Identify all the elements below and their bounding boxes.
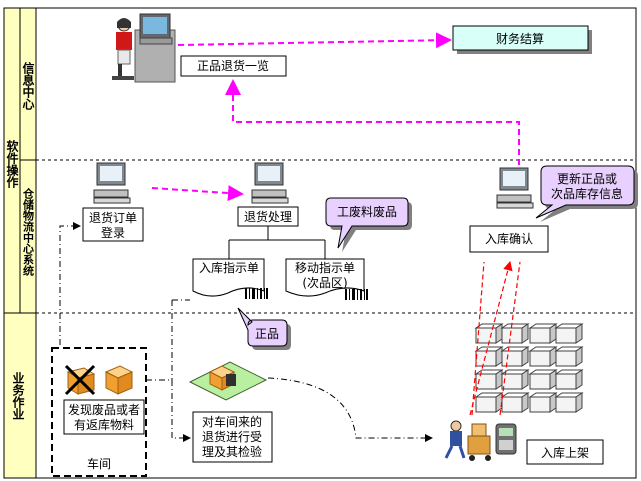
callout-scrap: 工废料废品	[325, 197, 412, 252]
warehouse-rack-icon	[474, 323, 584, 413]
rack-cell	[521, 323, 529, 344]
rack-cell	[555, 350, 577, 367]
inbound-instruction-doc: 入库指示单	[192, 258, 265, 297]
scanner-terminal-icon	[495, 423, 517, 455]
barcode-icon	[345, 289, 368, 300]
arrow-rack-link-1	[471, 261, 485, 416]
rack-cell	[549, 323, 557, 344]
inbound-shelf-label: 入库上架	[541, 445, 589, 460]
arrow-order-to-process	[151, 185, 244, 202]
inbound-confirm-label: 入库确认	[485, 231, 533, 246]
rack-cell	[549, 346, 557, 367]
rack-cell	[575, 346, 583, 367]
rack-cell	[475, 350, 497, 367]
barcode-icon	[245, 288, 268, 299]
return-order-line1: 退货订单	[89, 210, 137, 225]
move-instruction-doc: 移动指示单 (次品区)	[285, 258, 365, 297]
rack-cell	[529, 373, 551, 390]
accept-inspect-line3: 理及其检验	[202, 444, 262, 459]
scrap-box-icon	[64, 364, 96, 396]
callout-update-line2: 次品库存信息	[551, 186, 623, 201]
process-branch-connector	[228, 226, 326, 259]
workshop-area: 发现废品或者 有返库物料 车间	[51, 347, 147, 477]
rack-cell	[549, 392, 557, 413]
arrow-workshop-to-order	[59, 222, 81, 345]
rack-cell	[529, 327, 551, 344]
accept-inspect-box: 对车间来的 退货进行受 理及其检验	[192, 411, 273, 463]
rack-cell	[521, 346, 529, 367]
rack-cell	[501, 373, 523, 390]
workshop-find-line2: 有返库物料	[74, 417, 134, 432]
finance-label: 财务结算	[496, 31, 544, 46]
rack-cell	[555, 327, 577, 344]
office-worker-icon	[112, 13, 176, 83]
return-process-box: 退货处理	[237, 206, 299, 227]
lane-software-ops: 软件操作	[5, 139, 19, 189]
computer-icon	[251, 162, 289, 204]
return-material-box-icon	[104, 365, 134, 395]
accept-inspect-line1: 对车间来的	[202, 414, 262, 429]
rack-cell	[575, 369, 583, 390]
rack-cell	[529, 396, 551, 413]
rack-cell	[501, 327, 523, 344]
rack-cell	[521, 369, 529, 390]
callout-update-stock: 更新正品或 次品库存信息	[535, 165, 638, 222]
arrow-shelf-to-confirm	[469, 260, 513, 416]
accept-inspect-line2: 退货进行受	[202, 429, 262, 444]
rack-cell	[549, 369, 557, 390]
finance-settlement-box: 财务结算	[452, 25, 592, 54]
rack-cell	[521, 392, 529, 413]
arrow-workshop-to-inspect	[146, 379, 191, 442]
goods-pallet-icon	[188, 361, 268, 401]
inbound-instruction-label: 入库指示单	[199, 260, 259, 275]
lane-header-business	[3, 312, 37, 479]
return-list-box: 正品退货一览	[180, 55, 287, 77]
callout-genuine-label: 正品	[255, 327, 279, 341]
move-instruction-line1: 移动指示单	[295, 260, 355, 275]
rack-cell	[555, 396, 577, 413]
return-order-line2: 登录	[101, 225, 125, 240]
rack-cell	[555, 373, 577, 390]
rack-cell	[495, 369, 503, 390]
rack-cell	[495, 346, 503, 367]
inbound-confirm-box: 入库确认	[469, 225, 549, 253]
lane-business: 业务作业	[11, 371, 25, 420]
lane-warehouse-center: 仓储物流中心系统	[22, 187, 36, 277]
computer-icon	[496, 167, 534, 209]
arrow-confirm-to-list	[225, 79, 520, 165]
callout-genuine: 正品	[237, 307, 291, 350]
callout-scrap-label: 工废料废品	[337, 204, 397, 219]
inbound-shelf-box: 入库上架	[526, 439, 604, 465]
warehouse-worker-icon	[444, 420, 491, 461]
rack-cell	[501, 396, 523, 413]
rack-cell	[575, 392, 583, 413]
return-list-label: 正品退货一览	[197, 58, 269, 73]
return-order-box: 退货订单 登录	[82, 207, 144, 242]
arrow-rack-link-2	[499, 261, 521, 416]
workshop-label: 车间	[87, 456, 111, 471]
rack-cell	[575, 323, 583, 344]
move-instruction-line2: (次品区)	[302, 276, 347, 290]
computer-icon	[93, 162, 131, 204]
arrow-to-finance	[177, 32, 452, 49]
rack-cell	[501, 350, 523, 367]
rack-cell	[475, 396, 497, 413]
rack-cell	[495, 323, 503, 344]
rack-cell	[475, 327, 497, 344]
callout-update-line1: 更新正品或	[557, 171, 617, 186]
workshop-find-line1: 发现废品或者	[68, 402, 140, 417]
rack-cell	[529, 350, 551, 367]
return-process-label: 退货处理	[244, 209, 292, 224]
arrow-goods-to-shelf	[267, 377, 433, 442]
lane-info-center: 信息中心	[21, 61, 35, 111]
